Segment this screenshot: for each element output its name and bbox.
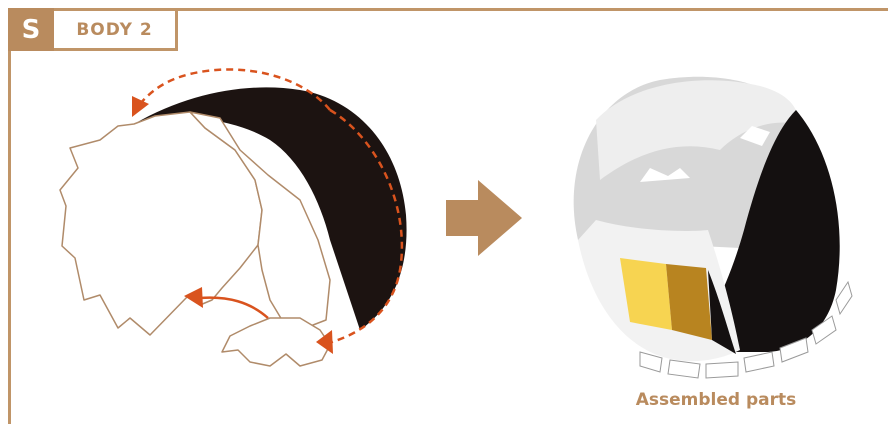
next-step-arrow xyxy=(446,180,522,256)
body-part-diagram xyxy=(60,70,407,367)
arrowhead-top xyxy=(132,96,149,117)
assembled-parts-caption: Assembled parts xyxy=(596,390,836,410)
assembled-ring-illustration xyxy=(574,77,852,378)
